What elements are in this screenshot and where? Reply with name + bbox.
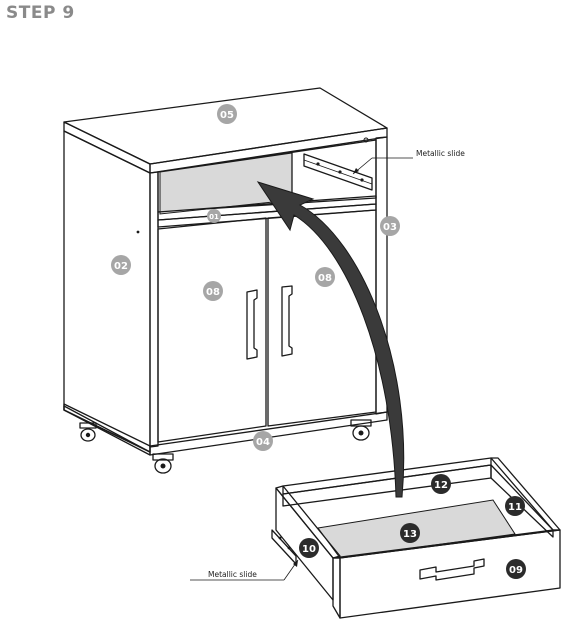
part-badge-09: 09	[506, 559, 526, 579]
slide-screw	[360, 178, 364, 182]
caster-wheel	[154, 458, 172, 474]
metallic-slide-bottom	[271, 529, 297, 565]
part-badge-04: 04	[253, 431, 273, 451]
caster-plate	[79, 422, 97, 429]
badge-circle	[431, 474, 451, 494]
caster-hub	[160, 463, 166, 469]
metallic-slide-top	[303, 137, 373, 191]
badge-circle	[203, 281, 223, 301]
badge-circle	[380, 216, 400, 236]
slide-screw	[278, 536, 282, 540]
badge-circle	[111, 255, 131, 275]
badge-label: 13	[403, 529, 417, 540]
slide-screw	[287, 546, 291, 550]
badge-circle	[217, 104, 237, 124]
badge-label: 05	[220, 110, 234, 121]
left-door	[157, 217, 267, 443]
part-badge-03: 03	[380, 216, 400, 236]
caster-wheel	[352, 425, 370, 441]
insertion-arrow	[256, 181, 405, 498]
cabinet-left-post	[149, 171, 159, 448]
right-door	[267, 209, 377, 427]
part-badge-01: 01	[207, 209, 221, 223]
badge-label: 03	[383, 222, 397, 233]
badge-circle	[207, 209, 221, 223]
handle-body	[246, 289, 258, 360]
callout-label: Metallic slide	[416, 149, 465, 158]
caster-hub	[358, 430, 364, 436]
badge-circle	[506, 559, 526, 579]
part-badge-08-right: 08	[315, 267, 335, 287]
cabinet-top-edge-left	[63, 121, 151, 174]
badge-label: 12	[434, 480, 448, 491]
right-door-handle	[281, 285, 293, 357]
part-badge-13: 13	[400, 523, 420, 543]
step-title: STEP 9	[6, 3, 75, 23]
part-badge-11: 11	[505, 496, 525, 516]
callout-label: Metallic slide	[208, 570, 257, 579]
badge-label: 09	[509, 565, 523, 576]
callout-slide-bottom: Metallic slide	[190, 559, 299, 581]
cabinet-left-side	[63, 130, 151, 453]
hinge-hole	[363, 137, 369, 143]
caster-front-left	[152, 453, 174, 474]
caster-hub	[85, 432, 91, 438]
drawer-back-panel	[282, 464, 492, 507]
badge-label: 02	[114, 261, 128, 272]
part-badge-02: 02	[111, 255, 131, 275]
badge-label: 04	[256, 437, 270, 448]
badge-circle	[253, 431, 273, 451]
badge-label: 08	[206, 287, 220, 298]
badge-circle	[505, 496, 525, 516]
badge-label: 10	[302, 544, 316, 555]
part-badge-12: 12	[431, 474, 451, 494]
drawer-handle	[419, 558, 485, 581]
leader-arrowhead	[353, 168, 359, 174]
slide-screw	[338, 170, 342, 174]
badge-label: 01	[209, 213, 219, 221]
badge-label: 08	[318, 273, 332, 284]
drawer-front-edge	[332, 557, 341, 619]
callout-slide-top: Metallic slide	[352, 149, 465, 175]
caster-wheel	[80, 428, 96, 442]
left-door-handle	[246, 289, 258, 360]
leader-arrowhead	[293, 560, 298, 567]
side-hole	[136, 230, 140, 234]
part-badge-08-left: 08	[203, 281, 223, 301]
handle-body	[419, 558, 485, 581]
cabinet	[63, 87, 388, 474]
drawer-back-top	[282, 457, 492, 495]
caster-back-left	[79, 422, 97, 442]
badge-circle	[315, 267, 335, 287]
base-side-strip	[63, 405, 151, 456]
part-badge-10: 10	[299, 538, 319, 558]
slide-screw	[316, 162, 320, 166]
badge-circle	[400, 523, 420, 543]
caster-plate	[152, 453, 174, 461]
caster-front-right	[350, 419, 372, 441]
drawer-right-side	[490, 464, 554, 538]
badge-label: 11	[508, 502, 522, 513]
part-badge-05: 05	[217, 104, 237, 124]
handle-body	[281, 285, 293, 357]
slide-rail-top	[303, 153, 373, 191]
badge-circle	[299, 538, 319, 558]
